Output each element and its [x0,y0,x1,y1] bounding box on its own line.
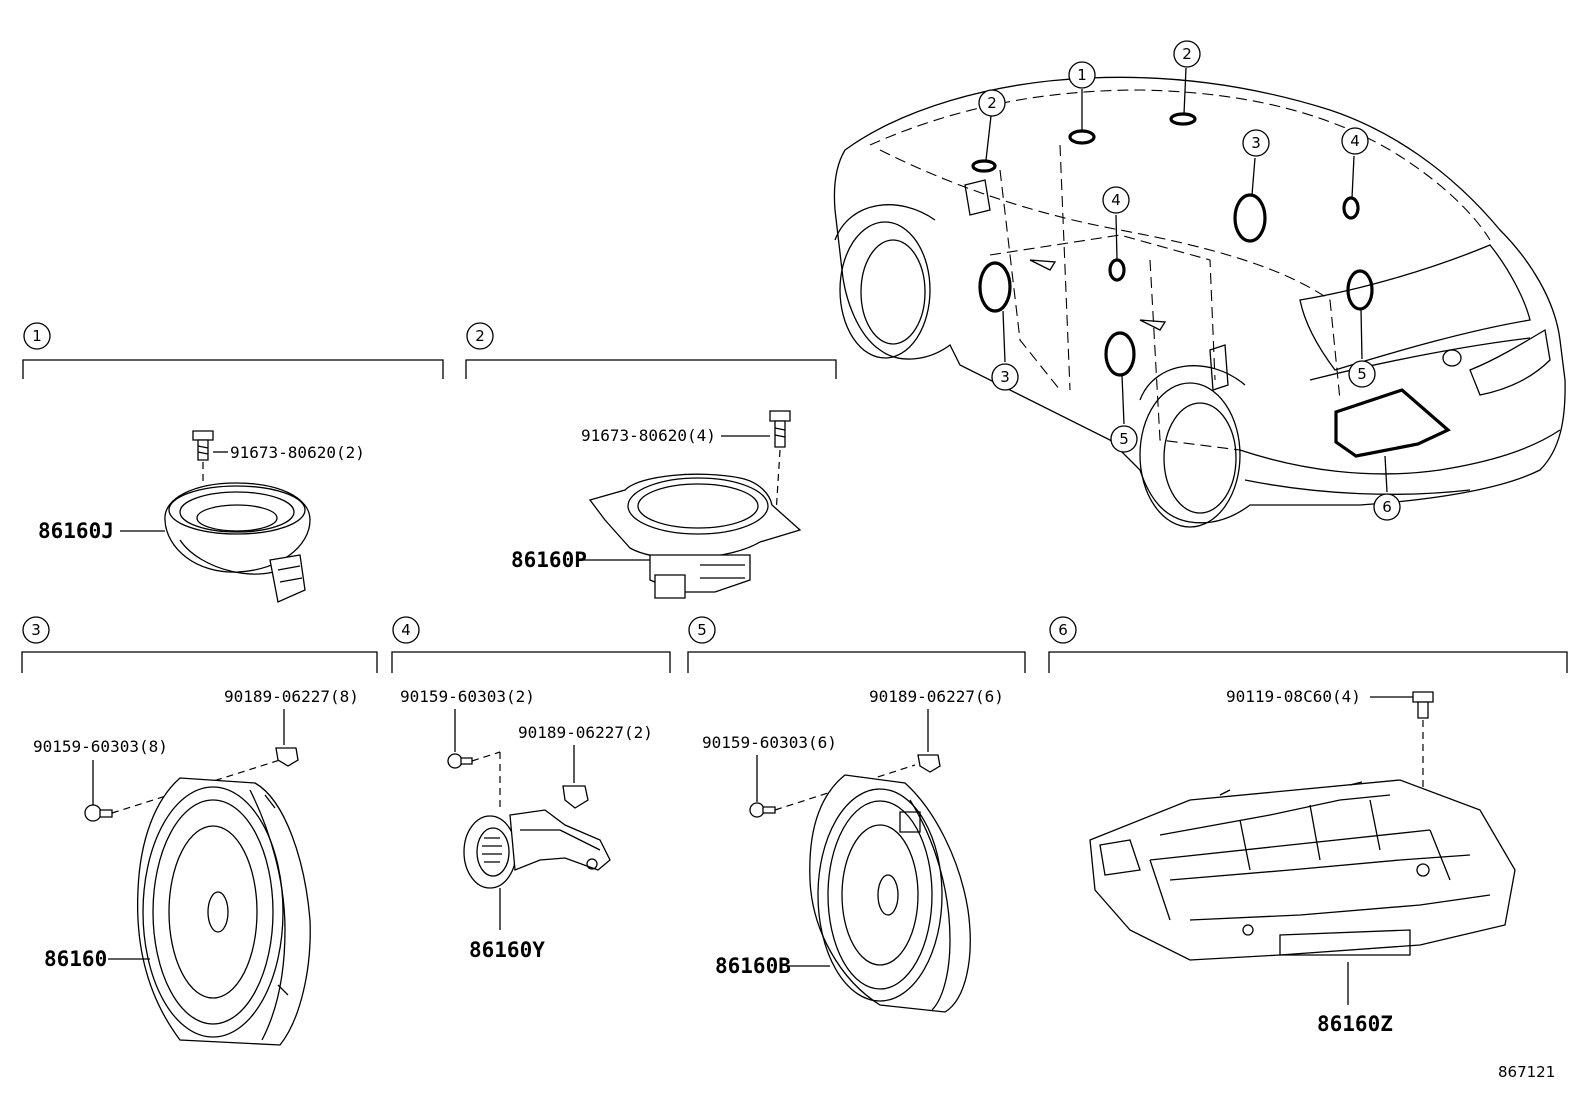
svg-text:2: 2 [475,327,485,345]
svg-text:1: 1 [1077,66,1087,84]
section-6: 6 90119-08C60(4) 86160Z [1048,616,1568,1036]
callout-5-rear: 5 [1348,360,1376,388]
part-label-86160J: 86160J [38,519,114,543]
callout-2-top-left: 2 [978,89,1006,117]
bolt-icon [192,430,214,461]
callout-4-rear-pillar: 4 [1341,127,1369,155]
part-label-86160B: 86160B [715,954,791,978]
clip-icon [275,747,299,767]
section-4: 4 90159-60303(2) 90189-06227(2) 86160Y [391,616,671,962]
svg-text:3: 3 [1251,134,1261,152]
bolt-icon [1412,691,1434,719]
svg-text:4: 4 [1350,132,1360,150]
svg-text:3: 3 [31,621,41,639]
part-label-90189-06227-2: 90189-06227(2) [518,723,653,742]
clip-icon [562,785,589,809]
bolt-icon [769,410,791,448]
part-label-90189-06227-8: 90189-06227(8) [224,687,359,706]
speaker-86160B [809,774,971,1013]
svg-text:6: 6 [1382,498,1392,516]
part-label-86160P: 86160P [511,548,587,572]
svg-text:5: 5 [1357,365,1367,383]
part-label-90189-06227-6: 90189-06227(6) [869,687,1004,706]
part-label-90119-08C60-4: 90119-08C60(4) [1226,687,1361,706]
svg-text:2: 2 [987,94,997,112]
callout-2-top-right: 2 [1173,40,1201,68]
screw-icon [447,753,473,769]
svg-text:5: 5 [697,621,707,639]
callout-1-top: 1 [1068,61,1096,89]
svg-text:6: 6 [1058,621,1068,639]
part-label-90159-60303-8: 90159-60303(8) [33,737,168,756]
subwoofer-86160Z [1089,779,1516,961]
speaker-86160P [588,473,802,599]
callout-6-subwoofer: 6 [1373,493,1401,521]
section-2: 2 91673-80620(4) 86160P [465,322,837,599]
callout-3-rear-door: 3 [1242,129,1270,157]
part-label-90159-60303-2: 90159-60303(2) [400,687,535,706]
svg-text:5: 5 [1119,430,1129,448]
screw-icon [84,804,113,822]
callout-5-door: 5 [1110,425,1138,453]
catalog-id: 867121 [1498,1063,1555,1081]
section-3: 3 90189-06227(8) 90159-60303(8) 86160 [21,616,378,1046]
svg-text:4: 4 [1111,191,1121,209]
svg-text:3: 3 [1000,368,1010,386]
svg-text:1: 1 [32,327,42,345]
speaker-86160 [136,777,311,1046]
callout-4-pillar: 4 [1102,186,1130,214]
svg-text:2: 2 [1182,45,1192,63]
svg-text:4: 4 [401,621,411,639]
part-label-86160Z: 86160Z [1317,1012,1393,1036]
screw-icon [749,802,776,818]
speaker-86160Y [463,809,611,889]
vehicle-illustration [833,67,1566,528]
part-label-86160Y: 86160Y [469,938,545,962]
part-label-90159-60303-6: 90159-60303(6) [702,733,837,752]
part-label-91673-80620-2: 91673-80620(2) [230,443,365,462]
speaker-86160J [164,482,311,603]
part-label-86160: 86160 [44,947,107,971]
section-5: 5 90189-06227(6) 90159-60303(6) 86160B [687,616,1026,1013]
callout-3-front-door: 3 [991,363,1019,391]
section-1: 1 91673-80620(2) 86160J [22,322,444,603]
part-label-91673-80620-4: 91673-80620(4) [581,426,716,445]
clip-icon [917,754,941,773]
